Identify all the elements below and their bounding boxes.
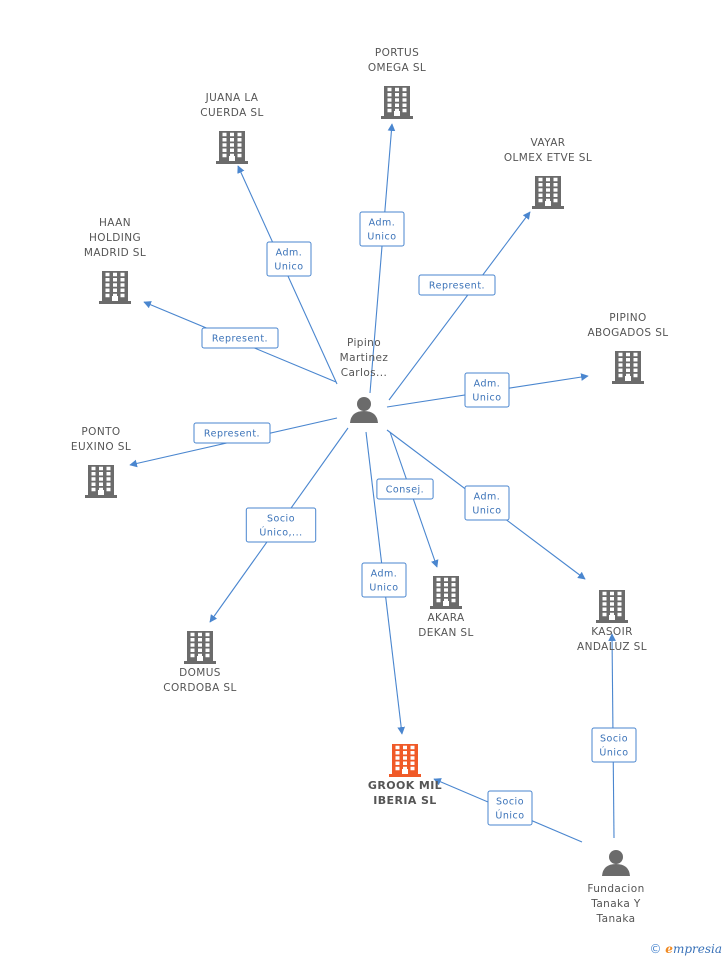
edge-label-text: Único: [599, 747, 628, 759]
building-icon: [612, 351, 644, 384]
edge-label-text: Consej.: [386, 485, 424, 496]
edge-label-text: Adm.: [369, 218, 396, 229]
node-domus[interactable]: DOMUS CORDOBA SL: [163, 631, 236, 694]
node-label: VAYAR: [531, 137, 566, 149]
edge-label-text: Socio: [496, 797, 524, 808]
edge-pipino_person-to-vayar: [388, 211, 531, 401]
edge-label-text: Adm.: [371, 569, 398, 580]
node-label: OLMEX ETVE SL: [504, 152, 592, 164]
edge-label-pipino_person-to-akara[interactable]: Consej.: [376, 478, 434, 500]
building-icon: [99, 271, 131, 304]
node-label: EUXINO SL: [71, 441, 131, 453]
node-label: Fundacion: [587, 883, 644, 895]
node-label: IBERIA SL: [373, 794, 436, 807]
node-akara[interactable]: AKARA DEKAN SL: [418, 576, 474, 639]
person-icon: [602, 850, 630, 876]
edge-label-text: Único,...: [259, 527, 302, 539]
building-icon: [85, 465, 117, 498]
person-icon: [350, 397, 378, 423]
node-label: Tanaka Y: [590, 898, 641, 910]
edge-label-text: Adm.: [474, 492, 501, 503]
node-label: PIPINO: [609, 312, 646, 324]
node-label: ABOGADOS SL: [587, 327, 668, 339]
node-ponto[interactable]: PONTO EUXINO SL: [71, 426, 131, 498]
node-label: PORTUS: [375, 47, 419, 59]
node-label: GROOK MIL: [368, 779, 442, 792]
edge-label-pipino_person-to-portus[interactable]: Adm. Unico: [359, 211, 405, 247]
edge-label-pipino_person-to-pipino_abogados[interactable]: Adm. Unico: [464, 372, 510, 408]
building-icon: [532, 176, 564, 209]
edge-label-pipino_person-to-juana[interactable]: Adm. Unico: [266, 241, 312, 277]
copyright-footer: © empresia: [649, 942, 722, 956]
node-juana[interactable]: JUANA LA CUERDA SL: [200, 92, 263, 164]
node-label: ANDALUZ SL: [577, 641, 647, 653]
edge-label-text: Unico: [472, 506, 501, 517]
copyright-icon: ©: [649, 942, 662, 956]
building-icon: [596, 590, 628, 623]
building-icon: [184, 631, 216, 664]
edge-label-text: Único: [495, 810, 524, 822]
node-label: AKARA: [427, 612, 465, 624]
node-label: HAAN: [99, 217, 131, 229]
node-label: Carlos...: [341, 367, 388, 379]
edge-label-pipino_person-to-ponto[interactable]: Represent.: [193, 422, 271, 444]
edge-label-pipino_person-to-vayar[interactable]: Represent.: [418, 274, 496, 296]
node-label: MADRID SL: [84, 247, 146, 259]
building-icon: [381, 86, 413, 119]
edge-label-text: Represent.: [204, 429, 260, 440]
node-label: DEKAN SL: [418, 627, 474, 639]
node-grook[interactable]: GROOK MIL IBERIA SL: [368, 744, 442, 807]
edge-label-text: Represent.: [212, 334, 268, 345]
edge-label-pipino_person-to-domus[interactable]: SocioÚnico,...: [245, 507, 317, 543]
edge-label-pipino_person-to-haan[interactable]: Represent.: [201, 327, 279, 349]
edge-pipino_person-to-portus: [369, 123, 396, 394]
node-label: JUANA LA: [205, 92, 259, 104]
node-label: OMEGA SL: [368, 62, 426, 74]
edge-label-pipino_person-to-grook[interactable]: Adm. Unico: [361, 562, 407, 598]
edge-label-text: Unico: [367, 232, 396, 243]
edge-label-text: Adm.: [276, 248, 303, 259]
node-label: PONTO: [81, 426, 120, 438]
node-label: CUERDA SL: [200, 107, 263, 119]
node-label: Martinez: [340, 352, 389, 364]
building-icon: [216, 131, 248, 164]
brand-logo[interactable]: empresia: [665, 942, 722, 956]
edge-label-text: Adm.: [474, 379, 501, 390]
node-pipino_person[interactable]: PipinoMartinezCarlos...: [340, 337, 389, 423]
node-label: Tanaka: [596, 913, 636, 925]
edge-label-text: Unico: [472, 393, 501, 404]
node-label: CORDOBA SL: [163, 682, 236, 694]
node-label: HOLDING: [89, 232, 141, 244]
building-icon: [430, 576, 462, 609]
edge-labels-layer: Adm.UnicoAdm.UnicoRepresent.Represent.Ad…: [193, 211, 637, 826]
edge-label-text: Unico: [369, 583, 398, 594]
node-vayar[interactable]: VAYAR OLMEX ETVE SL: [504, 137, 592, 209]
node-label: DOMUS: [179, 667, 221, 679]
edge-label-text: Represent.: [429, 281, 485, 292]
node-kasoir[interactable]: KASOIR ANDALUZ SL: [577, 590, 647, 653]
edge-label-text: Socio: [600, 734, 628, 745]
node-portus[interactable]: PORTUS OMEGA SL: [368, 47, 426, 119]
edge-label-pipino_person-to-kasoir[interactable]: Adm. Unico: [464, 485, 510, 521]
node-haan[interactable]: HAAN HOLDING MADRID SL: [84, 217, 146, 304]
edge-label-text: Socio: [267, 514, 295, 525]
building-icon: [389, 744, 421, 777]
node-pipino_abogados[interactable]: PIPINO ABOGADOS SL: [587, 312, 668, 384]
node-label: Pipino: [347, 337, 381, 349]
edge-label-text: Unico: [274, 262, 303, 273]
node-label: KASOIR: [591, 626, 633, 638]
